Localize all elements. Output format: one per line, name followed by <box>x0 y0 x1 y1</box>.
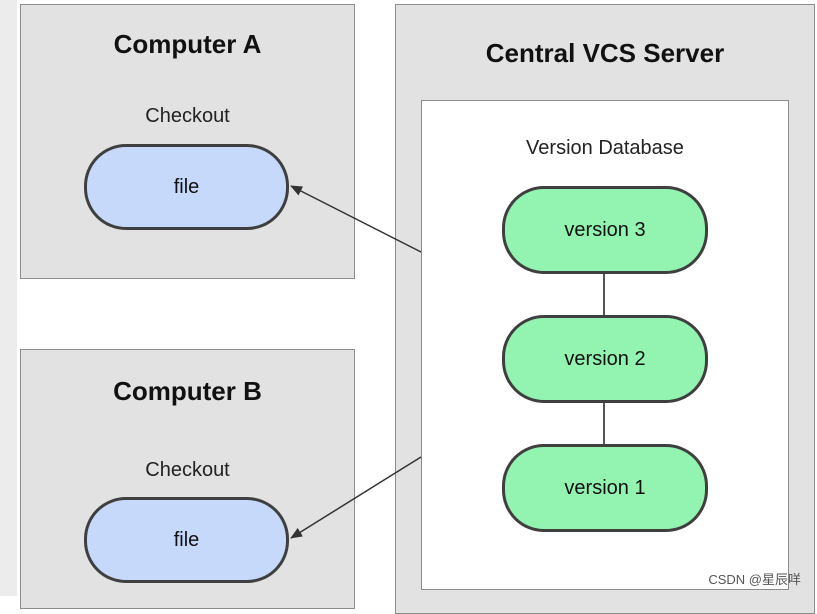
version-database-label: Version Database <box>526 137 684 159</box>
version-label: version 2 <box>564 347 646 370</box>
version-connector <box>603 273 605 315</box>
checkout-arrows <box>290 185 422 539</box>
central-server-title: Central VCS Server <box>485 38 725 68</box>
computer-a-checkout-label: Checkout <box>145 105 230 127</box>
computer-b-file-label: file <box>173 528 200 551</box>
computer-b-panel: Computer B Checkout file <box>20 349 355 609</box>
computer-b-checkout-label: Checkout <box>145 459 230 481</box>
version-database-box: Version Database version 3 version 2 ver… <box>421 100 789 590</box>
computer-a-panel: Computer A Checkout file <box>20 4 355 279</box>
left-margin-strip <box>0 0 17 596</box>
version-node: version 2 <box>502 315 708 403</box>
version-label: version 1 <box>564 476 646 499</box>
computer-b-title: Computer B <box>113 376 262 406</box>
checkout-arrow-to-computer-a <box>290 185 422 253</box>
version-node: version 1 <box>502 444 708 532</box>
computer-a-file-label: file <box>173 175 200 198</box>
computer-b-file-node: file <box>84 497 289 583</box>
central-server-panel: Central VCS Server Version Database vers… <box>395 4 815 614</box>
watermark: CSDN @星辰咩 <box>708 572 801 587</box>
version-connector <box>603 401 605 445</box>
version-node: version 3 <box>502 186 708 274</box>
computer-a-file-node: file <box>84 144 289 230</box>
checkout-arrow-to-computer-b <box>290 456 422 539</box>
version-label: version 3 <box>564 218 646 241</box>
computer-a-title: Computer A <box>113 29 262 59</box>
